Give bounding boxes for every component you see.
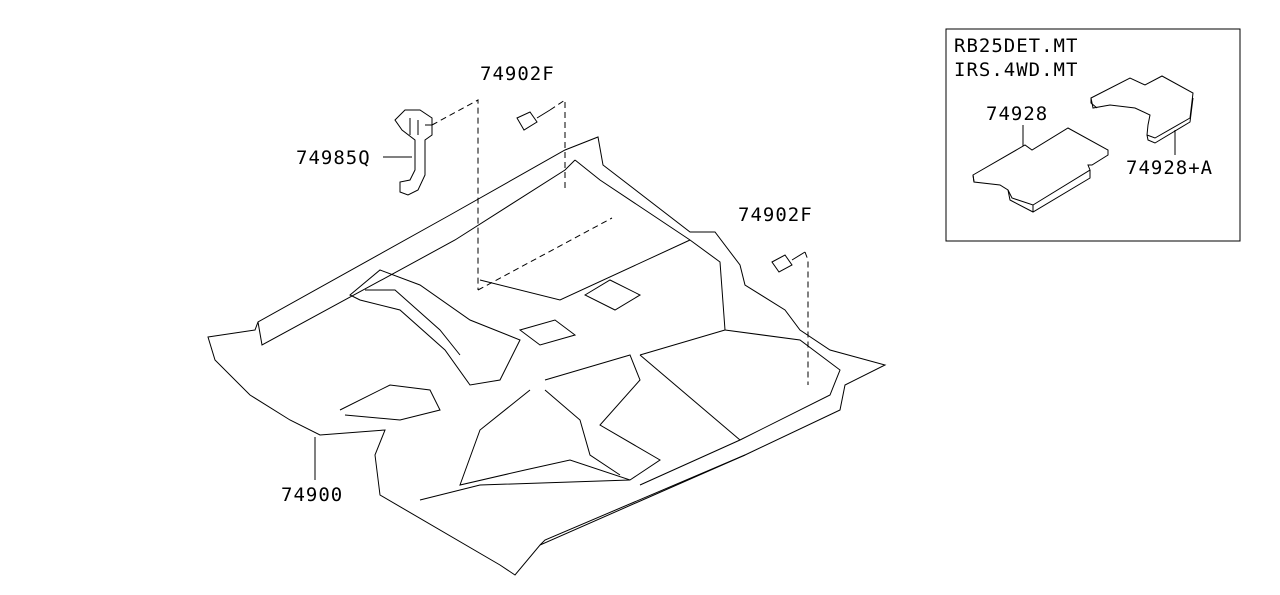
leader-lines (314, 156, 412, 480)
bracket-drawing[interactable] (394, 109, 433, 196)
inset-box: RB25DET.MT IRS.4WD.MT 74928 74928+A (945, 28, 1241, 242)
floor-carpet-drawing[interactable] (207, 136, 887, 576)
pad-a-drawing[interactable] (1090, 75, 1194, 155)
guide-lines (431, 99, 809, 385)
part-label-74902f-upper[interactable]: 74902F (480, 63, 555, 85)
inset-condition-engine: RB25DET.MT (954, 35, 1078, 57)
clip-right-drawing[interactable] (771, 251, 806, 273)
clip-upper-drawing[interactable] (516, 109, 551, 131)
part-label-74985q[interactable]: 74985Q (296, 147, 371, 169)
part-label-74900[interactable]: 74900 (281, 484, 343, 506)
part-label-74902f-right[interactable]: 74902F (738, 204, 813, 226)
part-label-74928[interactable]: 74928 (986, 103, 1048, 125)
inset-condition-drive: IRS.4WD.MT (954, 59, 1078, 81)
pad-drawing[interactable] (972, 125, 1109, 213)
part-label-74928-a[interactable]: 74928+A (1126, 157, 1213, 179)
